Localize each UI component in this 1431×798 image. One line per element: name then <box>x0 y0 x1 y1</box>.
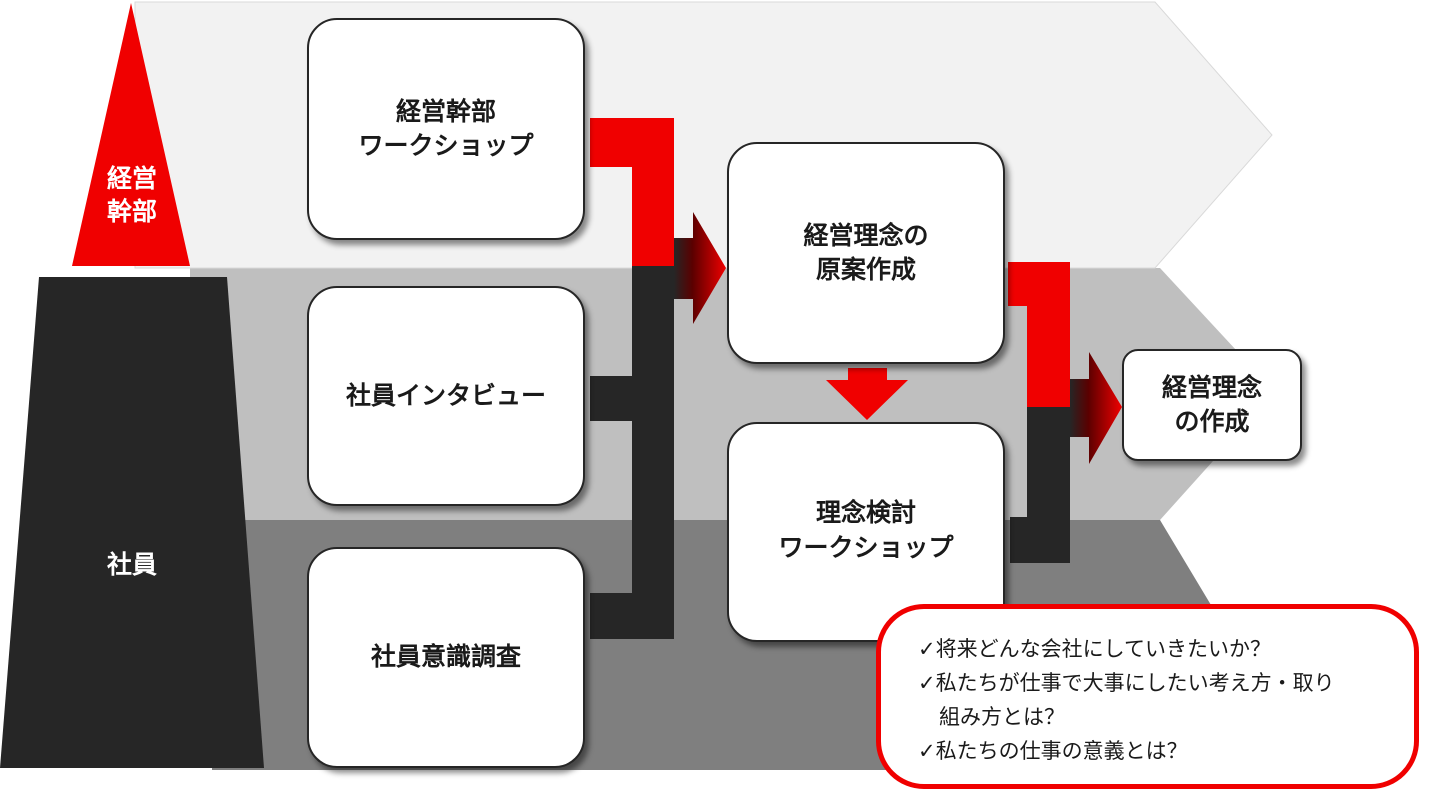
executives-label-line2: 幹部 <box>106 196 157 226</box>
output-line1: 経営理念 <box>1161 372 1262 402</box>
employees-label: 社員 <box>96 549 168 582</box>
connector-right-dark <box>1010 407 1070 563</box>
pyramid-top-executives <box>72 3 190 266</box>
draft-creation-box: 経営理念の 原案作成 <box>727 142 1005 364</box>
output-line2: の作成 <box>1174 407 1250 436</box>
executives-label-line1: 経営 <box>106 164 157 193</box>
speech-bubble <box>876 604 1419 789</box>
exec-workshop-line1: 経営幹部 <box>395 96 496 126</box>
employee-interview-box: 社員インタビュー <box>307 286 585 506</box>
arrow-to-draft <box>674 212 726 324</box>
connector-employee-dark <box>590 266 674 639</box>
arrow-to-output <box>1070 352 1122 464</box>
exec-workshop-line2: ワークショップ <box>358 131 534 160</box>
executives-label: 経営 幹部 <box>96 163 168 228</box>
connector-right-red <box>1008 262 1070 407</box>
employee-survey-text: 社員意識調査 <box>370 642 521 672</box>
bubble-line-2: ✓私たちが仕事で大事にしたい考え方・取り <box>918 671 1335 695</box>
pyramid-bottom-employees <box>0 277 264 768</box>
draft-creation-line2: 原案作成 <box>815 255 916 284</box>
speech-bubble-text: ✓将来どんな会社にしていきたいか？ ✓私たちが仕事で大事にしたい考え方・取り 組… <box>918 632 1335 768</box>
bubble-line-3: 組み方とは？ <box>918 705 1065 729</box>
review-workshop-line1: 理念検討 <box>815 498 916 527</box>
band-top <box>134 1 1273 269</box>
bubble-line-1: ✓将来どんな会社にしていきたいか？ <box>918 637 1271 661</box>
employees-label-text: 社員 <box>106 550 157 579</box>
bubble-line-4: ✓私たちの仕事の意義とは？ <box>918 739 1188 763</box>
review-workshop-line2: ワークショップ <box>778 532 954 562</box>
output-box: 経営理念 の作成 <box>1122 349 1302 461</box>
employee-interview-text: 社員インタビュー <box>345 380 546 410</box>
exec-workshop-box: 経営幹部 ワークショップ <box>307 18 585 240</box>
employee-survey-box: 社員意識調査 <box>307 547 585 768</box>
draft-creation-line1: 経営理念の <box>803 220 929 250</box>
arrow-down-red <box>826 368 908 420</box>
connector-exec-red <box>590 118 674 266</box>
